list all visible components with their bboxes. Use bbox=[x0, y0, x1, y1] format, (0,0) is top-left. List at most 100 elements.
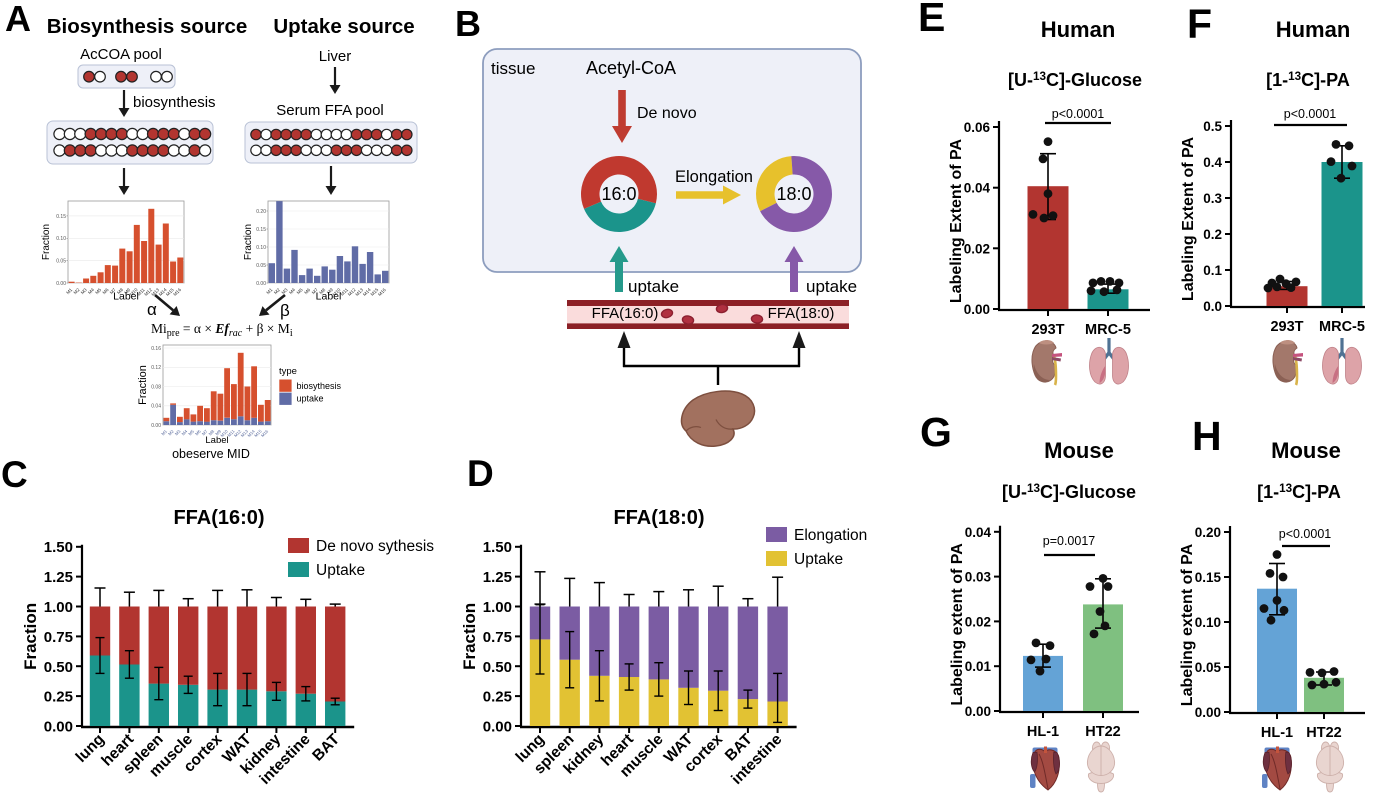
svg-text:0.02: 0.02 bbox=[965, 614, 991, 629]
svg-text:0.03: 0.03 bbox=[965, 570, 992, 585]
svg-text:0.50: 0.50 bbox=[483, 659, 512, 676]
svg-text:Labeling extent of PA: Labeling extent of PA bbox=[949, 543, 966, 706]
svg-text:0.04: 0.04 bbox=[965, 525, 992, 540]
svg-text:0.06: 0.06 bbox=[964, 120, 991, 135]
svg-text:FFA(18:0): FFA(18:0) bbox=[768, 305, 835, 322]
svg-text:0.04: 0.04 bbox=[964, 181, 991, 196]
svg-text:Uptake source: Uptake source bbox=[273, 15, 414, 38]
svg-text:0.01: 0.01 bbox=[965, 659, 992, 674]
svg-text:HT22: HT22 bbox=[1306, 725, 1341, 741]
svg-text:Label: Label bbox=[205, 435, 228, 446]
svg-text:obeserve MID: obeserve MID bbox=[172, 447, 250, 461]
svg-text:[U-13C]-Glucose: [U-13C]-Glucose bbox=[1002, 482, 1136, 502]
svg-text:293T: 293T bbox=[1270, 319, 1303, 335]
svg-text:0.15: 0.15 bbox=[256, 227, 266, 233]
svg-text:B: B bbox=[455, 3, 481, 44]
svg-text:Elongation: Elongation bbox=[675, 168, 753, 186]
svg-text:F: F bbox=[1187, 1, 1212, 47]
svg-text:0.10: 0.10 bbox=[256, 245, 266, 251]
svg-text:0.02: 0.02 bbox=[964, 241, 990, 256]
svg-text:G: G bbox=[920, 409, 952, 455]
svg-text:Biosynthesis source: Biosynthesis source bbox=[47, 15, 248, 38]
svg-text:Fraction: Fraction bbox=[137, 365, 149, 405]
svg-text:[1-13C]-PA: [1-13C]-PA bbox=[1257, 482, 1341, 502]
svg-text:α: α bbox=[147, 300, 157, 319]
svg-text:0.00: 0.00 bbox=[483, 719, 512, 736]
svg-text:Label: Label bbox=[316, 291, 342, 303]
svg-text:Uptake: Uptake bbox=[316, 562, 365, 579]
svg-text:Fraction: Fraction bbox=[460, 603, 479, 670]
svg-text:type: type bbox=[279, 366, 297, 377]
svg-text:Labeling Extent of PA: Labeling Extent of PA bbox=[948, 138, 965, 303]
svg-text:Fraction: Fraction bbox=[243, 224, 254, 260]
svg-text:0.05: 0.05 bbox=[1195, 660, 1222, 675]
svg-text:biosynthesis: biosynthesis bbox=[133, 94, 216, 111]
svg-text:0.20: 0.20 bbox=[1195, 525, 1221, 540]
svg-text:0.75: 0.75 bbox=[483, 629, 512, 646]
svg-text:E: E bbox=[918, 0, 945, 40]
svg-text:p<0.0001: p<0.0001 bbox=[1052, 107, 1105, 121]
svg-text:0.08: 0.08 bbox=[151, 384, 161, 390]
svg-text:FFA(16:0): FFA(16:0) bbox=[592, 305, 659, 322]
svg-text:Liver: Liver bbox=[319, 48, 352, 65]
svg-text:Uptake: Uptake bbox=[794, 551, 843, 568]
svg-text:D: D bbox=[467, 453, 494, 494]
svg-text:Labeling Extent of PA: Labeling Extent of PA bbox=[1180, 136, 1197, 301]
svg-text:0.00: 0.00 bbox=[1195, 705, 1221, 720]
svg-text:0.20: 0.20 bbox=[256, 209, 266, 215]
svg-text:p<0.0001: p<0.0001 bbox=[1279, 527, 1332, 541]
svg-text:Human: Human bbox=[1041, 17, 1116, 42]
svg-text:0.3: 0.3 bbox=[1203, 191, 1222, 206]
svg-text:0.12: 0.12 bbox=[151, 365, 161, 371]
svg-text:Human: Human bbox=[1276, 17, 1351, 42]
svg-text:1.00: 1.00 bbox=[44, 599, 73, 616]
svg-text:Serum FFA pool: Serum FFA pool bbox=[276, 102, 384, 119]
svg-text:1.50: 1.50 bbox=[44, 539, 73, 556]
svg-text:0.05: 0.05 bbox=[256, 263, 266, 269]
svg-text:1.00: 1.00 bbox=[483, 599, 512, 616]
svg-text:De novo: De novo bbox=[637, 105, 697, 122]
svg-text:HL-1: HL-1 bbox=[1027, 724, 1059, 740]
svg-text:0.10: 0.10 bbox=[1195, 615, 1221, 630]
svg-text:Mouse: Mouse bbox=[1044, 438, 1114, 463]
svg-text:0.0: 0.0 bbox=[1203, 299, 1222, 314]
svg-text:293T: 293T bbox=[1031, 322, 1064, 338]
svg-text:Label: Label bbox=[113, 291, 139, 303]
svg-text:0.00: 0.00 bbox=[56, 281, 66, 287]
svg-text:0.00: 0.00 bbox=[151, 423, 161, 429]
svg-text:1.50: 1.50 bbox=[483, 539, 512, 556]
svg-text:0.75: 0.75 bbox=[44, 629, 73, 646]
svg-text:0.5: 0.5 bbox=[1203, 119, 1222, 134]
svg-text:0.25: 0.25 bbox=[483, 689, 512, 706]
svg-text:1.25: 1.25 bbox=[483, 569, 512, 586]
svg-text:0.15: 0.15 bbox=[1195, 570, 1222, 585]
svg-text:0.00: 0.00 bbox=[256, 281, 266, 287]
svg-text:FFA(16:0): FFA(16:0) bbox=[173, 507, 264, 529]
svg-text:0.00: 0.00 bbox=[964, 302, 990, 317]
svg-text:HL-1: HL-1 bbox=[1261, 725, 1293, 741]
svg-text:uptake: uptake bbox=[628, 277, 679, 296]
svg-text:0.25: 0.25 bbox=[44, 689, 73, 706]
svg-text:β: β bbox=[280, 301, 290, 320]
svg-text:biosythesis: biosythesis bbox=[297, 381, 342, 391]
svg-text:0.4: 0.4 bbox=[1203, 155, 1222, 170]
svg-text:tissue: tissue bbox=[491, 59, 535, 78]
svg-text:MRC-5: MRC-5 bbox=[1319, 319, 1365, 335]
svg-text:Fraction: Fraction bbox=[41, 224, 52, 260]
svg-text:Mouse: Mouse bbox=[1271, 438, 1341, 463]
svg-text:uptake: uptake bbox=[806, 277, 857, 296]
svg-text:A: A bbox=[5, 0, 31, 39]
svg-text:AcCOA pool: AcCOA pool bbox=[80, 46, 162, 63]
svg-text:uptake: uptake bbox=[297, 394, 324, 404]
svg-text:0.04: 0.04 bbox=[151, 404, 161, 410]
svg-text:Fraction: Fraction bbox=[21, 603, 40, 670]
svg-text:0.00: 0.00 bbox=[44, 719, 73, 736]
svg-text:MRC-5: MRC-5 bbox=[1085, 322, 1131, 338]
svg-text:Elongation: Elongation bbox=[794, 527, 867, 544]
svg-text:[U-13C]-Glucose: [U-13C]-Glucose bbox=[1008, 70, 1142, 90]
svg-text:p<0.0001: p<0.0001 bbox=[1284, 107, 1337, 121]
svg-text:C: C bbox=[1, 454, 28, 495]
svg-text:FFA(18:0): FFA(18:0) bbox=[613, 507, 704, 529]
svg-text:0.05: 0.05 bbox=[56, 258, 66, 264]
svg-text:H: H bbox=[1192, 413, 1222, 459]
